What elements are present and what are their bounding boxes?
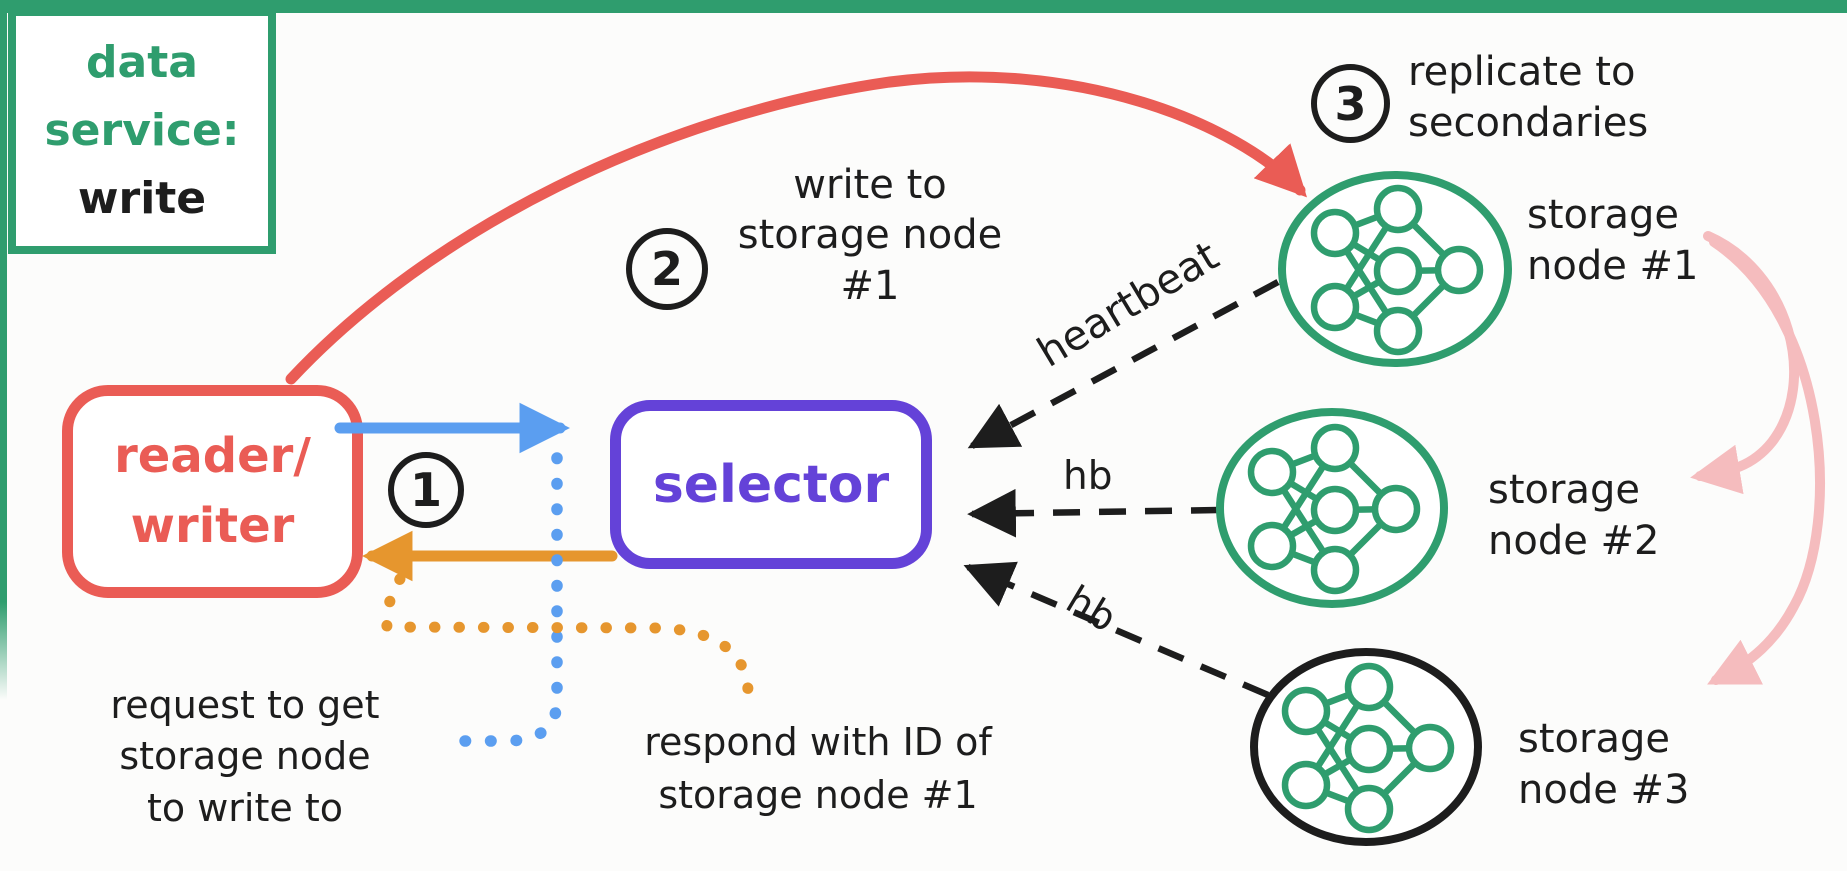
neural-network-icon: [1310, 184, 1484, 356]
reader-writer-label-1: reader/: [114, 427, 311, 484]
request-line-2: storage node: [119, 734, 371, 779]
neural-network-icon: [1281, 662, 1455, 834]
storage-node-3-line-2: node #3: [1518, 767, 1690, 814]
step-3-badge: 3: [1311, 64, 1390, 143]
reader-writer-label-2: writer: [130, 497, 295, 554]
title-line-2: service:: [44, 104, 240, 156]
step-1-badge: 1: [388, 452, 464, 528]
respond-leader-dotted: [381, 573, 754, 696]
storage-node-3-line-1: storage: [1518, 716, 1670, 762]
respond-caption: respond with ID of storage node #1: [608, 716, 1028, 822]
storage-node-1-line-1: storage: [1527, 192, 1679, 238]
write-to-line-3: #1: [840, 262, 900, 309]
heartbeat-label: heartbeat: [1029, 231, 1227, 377]
storage-node-3-label: storage node #3: [1518, 714, 1690, 816]
storage-node-2-line-2: node #2: [1488, 518, 1660, 565]
storage-node-2-label: storage node #2: [1488, 465, 1660, 567]
step-2-badge: 2: [626, 228, 708, 310]
respond-line-1: respond with ID of: [644, 720, 992, 764]
replicate-line-2: secondaries: [1408, 100, 1649, 147]
step-2-number: 2: [650, 242, 683, 296]
request-line-1: request to get: [110, 683, 380, 727]
storage-node-1-icon: [1278, 171, 1512, 367]
request-line-3: to write to: [147, 785, 343, 830]
write-to-line-2: storage node: [737, 212, 1003, 259]
step-3-number: 3: [1334, 76, 1367, 131]
heartbeat-arrow-node2: [967, 488, 1219, 538]
storage-node-1-label: storage node #1: [1527, 190, 1699, 292]
storage-node-2-icon: [1216, 408, 1448, 608]
storage-node-2-line-1: storage: [1488, 467, 1640, 513]
frame-border-top: [0, 0, 1847, 13]
replicate-line-1: replicate to: [1408, 49, 1636, 95]
replicate-caption: replicate to secondaries: [1408, 47, 1648, 149]
storage-node-3-icon: [1250, 648, 1482, 846]
storage-node-1-line-2: node #1: [1527, 243, 1699, 290]
selector-label: selector: [652, 454, 890, 515]
request-caption: request to get storage node to write to: [60, 680, 430, 834]
heartbeat-arrow-node3: [963, 561, 1270, 698]
reader-writer-node: reader/ writer: [62, 385, 363, 598]
respond-line-2: storage node #1: [658, 773, 978, 818]
replicate-arrow-node3: [1707, 237, 1825, 685]
hb-label-node3: hb: [1058, 577, 1124, 642]
title-mode: write: [77, 173, 207, 225]
neural-network-icon: [1247, 423, 1421, 595]
write-to-caption: write to storage node #1: [700, 160, 1040, 311]
hb-label-node2: hb: [1063, 454, 1113, 499]
write-to-line-1: write to: [793, 162, 947, 208]
step-1-number: 1: [409, 463, 442, 517]
replicate-arrow-node2: [1690, 231, 1799, 495]
title-box: data service: write: [8, 8, 276, 254]
title-line-1: data: [86, 36, 198, 88]
selector-node: selector: [610, 400, 932, 569]
frame-border-left: [0, 0, 7, 700]
